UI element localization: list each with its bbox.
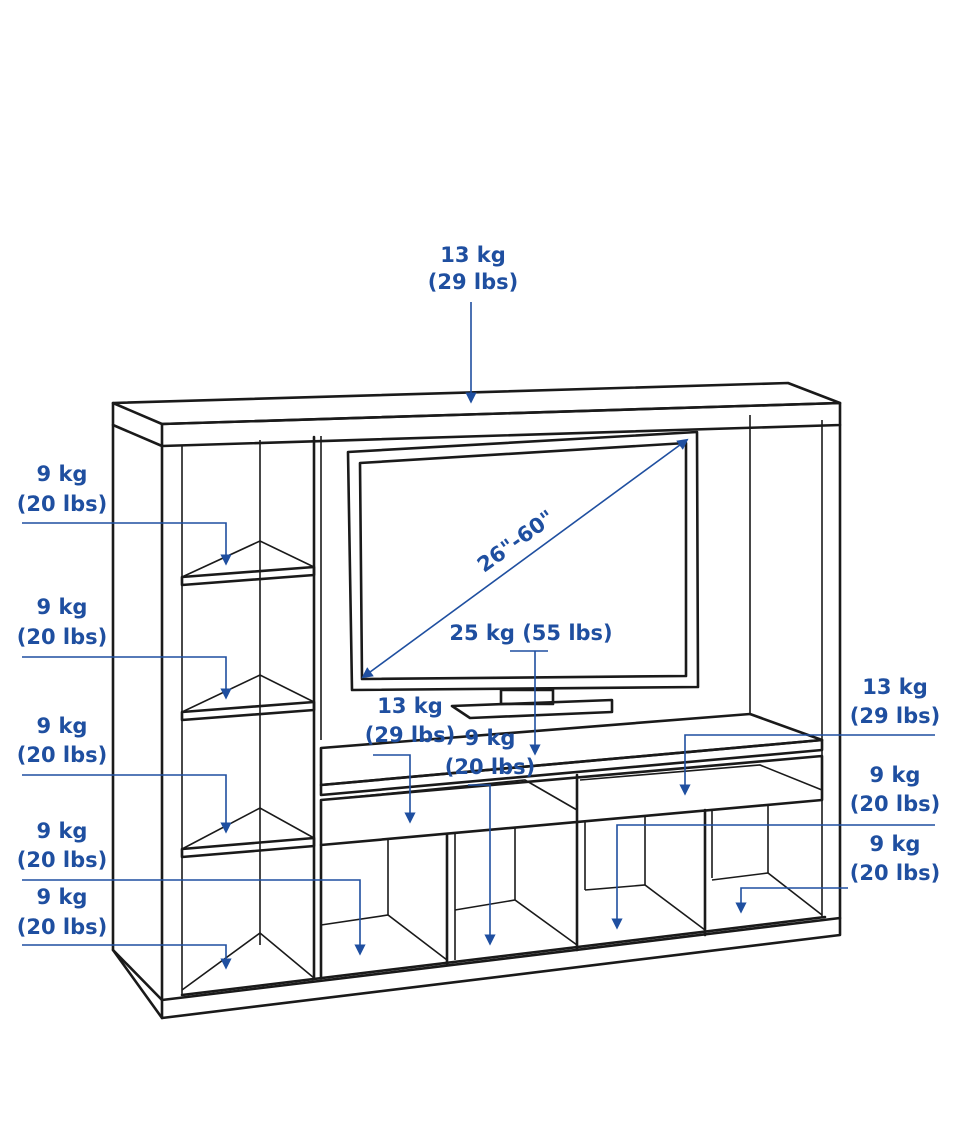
tv-size-arrow: [361, 438, 689, 679]
tv-shelf-right-arrow: [679, 734, 935, 796]
label-bottom-left: 9 kg (20 lbs): [17, 885, 107, 939]
left-shelf-2-arrow: [22, 656, 232, 700]
label-top-kg: 13 kg: [440, 243, 506, 267]
label-tv-shelf-left: 13 kg (29 lbs): [365, 694, 455, 747]
label-tv: 25 kg (55 lbs): [449, 621, 612, 645]
bottom-3-arrow: [468, 784, 496, 946]
label-bottom-5-kg: 9 kg: [870, 832, 921, 856]
label-bottom-4-kg: 9 kg: [870, 763, 921, 787]
label-bottom-4-lbs: (20 lbs): [850, 792, 940, 816]
television: [346, 430, 700, 720]
label-tv-shelf-right: 13 kg (29 lbs): [850, 675, 940, 728]
label-top: 13 kg (29 lbs): [428, 243, 518, 294]
label-left-shelf-2: 9 kg (20 lbs): [17, 595, 107, 649]
label-bottom-1: 9 kg (20 lbs): [17, 819, 107, 872]
label-bottom-3: 9 kg (20 lbs): [445, 726, 535, 779]
label-bottom-left-kg: 9 kg: [37, 885, 88, 909]
label-bottom-4: 9 kg (20 lbs): [850, 763, 940, 816]
label-left-shelf-3: 9 kg (20 lbs): [17, 714, 107, 767]
label-bottom-1-kg: 9 kg: [37, 819, 88, 843]
label-left-shelf-1: 9 kg (20 lbs): [17, 462, 107, 516]
label-bottom-3-lbs: (20 lbs): [445, 755, 535, 779]
label-left-shelf-1-kg: 9 kg: [37, 462, 88, 486]
label-bottom-5: 9 kg (20 lbs): [850, 832, 940, 885]
label-bottom-3-kg: 9 kg: [465, 726, 516, 750]
label-left-shelf-3-kg: 9 kg: [37, 714, 88, 738]
label-left-shelf-2-lbs: (20 lbs): [17, 625, 107, 649]
label-tv-weight: 25 kg (55 lbs): [449, 621, 612, 645]
label-bottom-left-lbs: (20 lbs): [17, 915, 107, 939]
leader-lines: [22, 302, 935, 970]
label-tv-shelf-right-kg: 13 kg: [862, 675, 928, 699]
label-top-lbs: (29 lbs): [428, 270, 518, 294]
label-tv-shelf-left-kg: 13 kg: [377, 694, 443, 718]
label-left-shelf-3-lbs: (20 lbs): [17, 743, 107, 767]
label-left-shelf-2-kg: 9 kg: [37, 595, 88, 619]
bottom-left-arrow: [22, 944, 232, 970]
left-shelf-1-arrow: [22, 522, 232, 566]
tv-shelf-left-arrow: [373, 754, 416, 824]
label-bottom-1-lbs: (20 lbs): [17, 848, 107, 872]
label-left-shelf-1-lbs: (20 lbs): [17, 492, 107, 516]
label-tv-shelf-left-lbs: (29 lbs): [365, 723, 455, 747]
tv-storage-unit: [111, 381, 842, 1020]
bottom-4-arrow: [611, 824, 935, 930]
label-tv-shelf-right-lbs: (29 lbs): [850, 704, 940, 728]
tv-size-label: 26"-60": [473, 505, 559, 577]
tv-arrow: [510, 650, 548, 756]
label-bottom-5-lbs: (20 lbs): [850, 861, 940, 885]
bottom-1-arrow: [22, 879, 366, 956]
bottom-5-arrow: [735, 887, 848, 914]
left-shelf-3-arrow: [22, 774, 232, 834]
